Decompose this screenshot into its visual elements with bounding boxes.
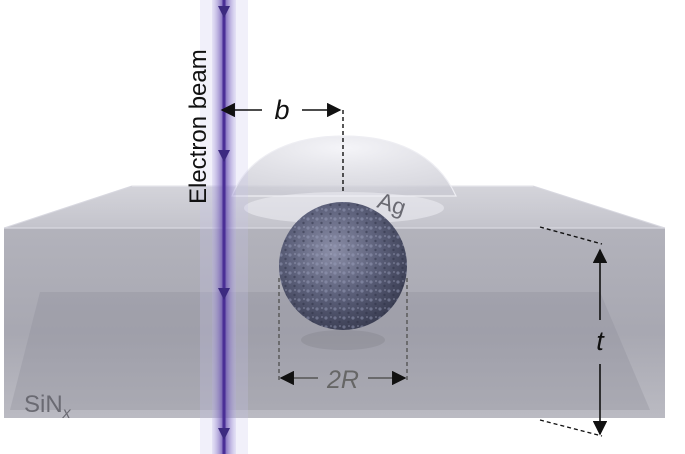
diameter-text: 2R <box>326 366 359 394</box>
impact-parameter-label: b <box>274 95 289 125</box>
impact-parameter-annotation: b <box>220 95 344 192</box>
beam-arrow-3 <box>218 288 230 300</box>
slab-right-edge <box>532 185 666 229</box>
thickness-label: t <box>596 326 605 356</box>
diameter-label: 2R <box>326 366 359 394</box>
t-bottom-dash <box>539 419 603 437</box>
thickness-annotation: t <box>539 226 608 437</box>
substrate-label: SiNx <box>24 391 72 422</box>
beam-arrow-1 <box>218 6 230 18</box>
beam-arrow-4 <box>218 428 230 440</box>
slab-inner-plane <box>10 292 650 410</box>
electron-beam-label: Electron beam <box>185 49 212 204</box>
substrate-label-main: SiN <box>24 391 63 418</box>
electron-beam <box>200 0 248 454</box>
beam-direction-markers <box>218 6 230 440</box>
diameter-annotation: 2R <box>278 278 408 394</box>
beam-arrow-2 <box>218 150 230 162</box>
t-top-dash <box>539 226 603 245</box>
substrate-label-subscript: x <box>62 405 72 422</box>
slab-left-edge <box>3 185 133 229</box>
ag-sphere <box>279 202 407 350</box>
